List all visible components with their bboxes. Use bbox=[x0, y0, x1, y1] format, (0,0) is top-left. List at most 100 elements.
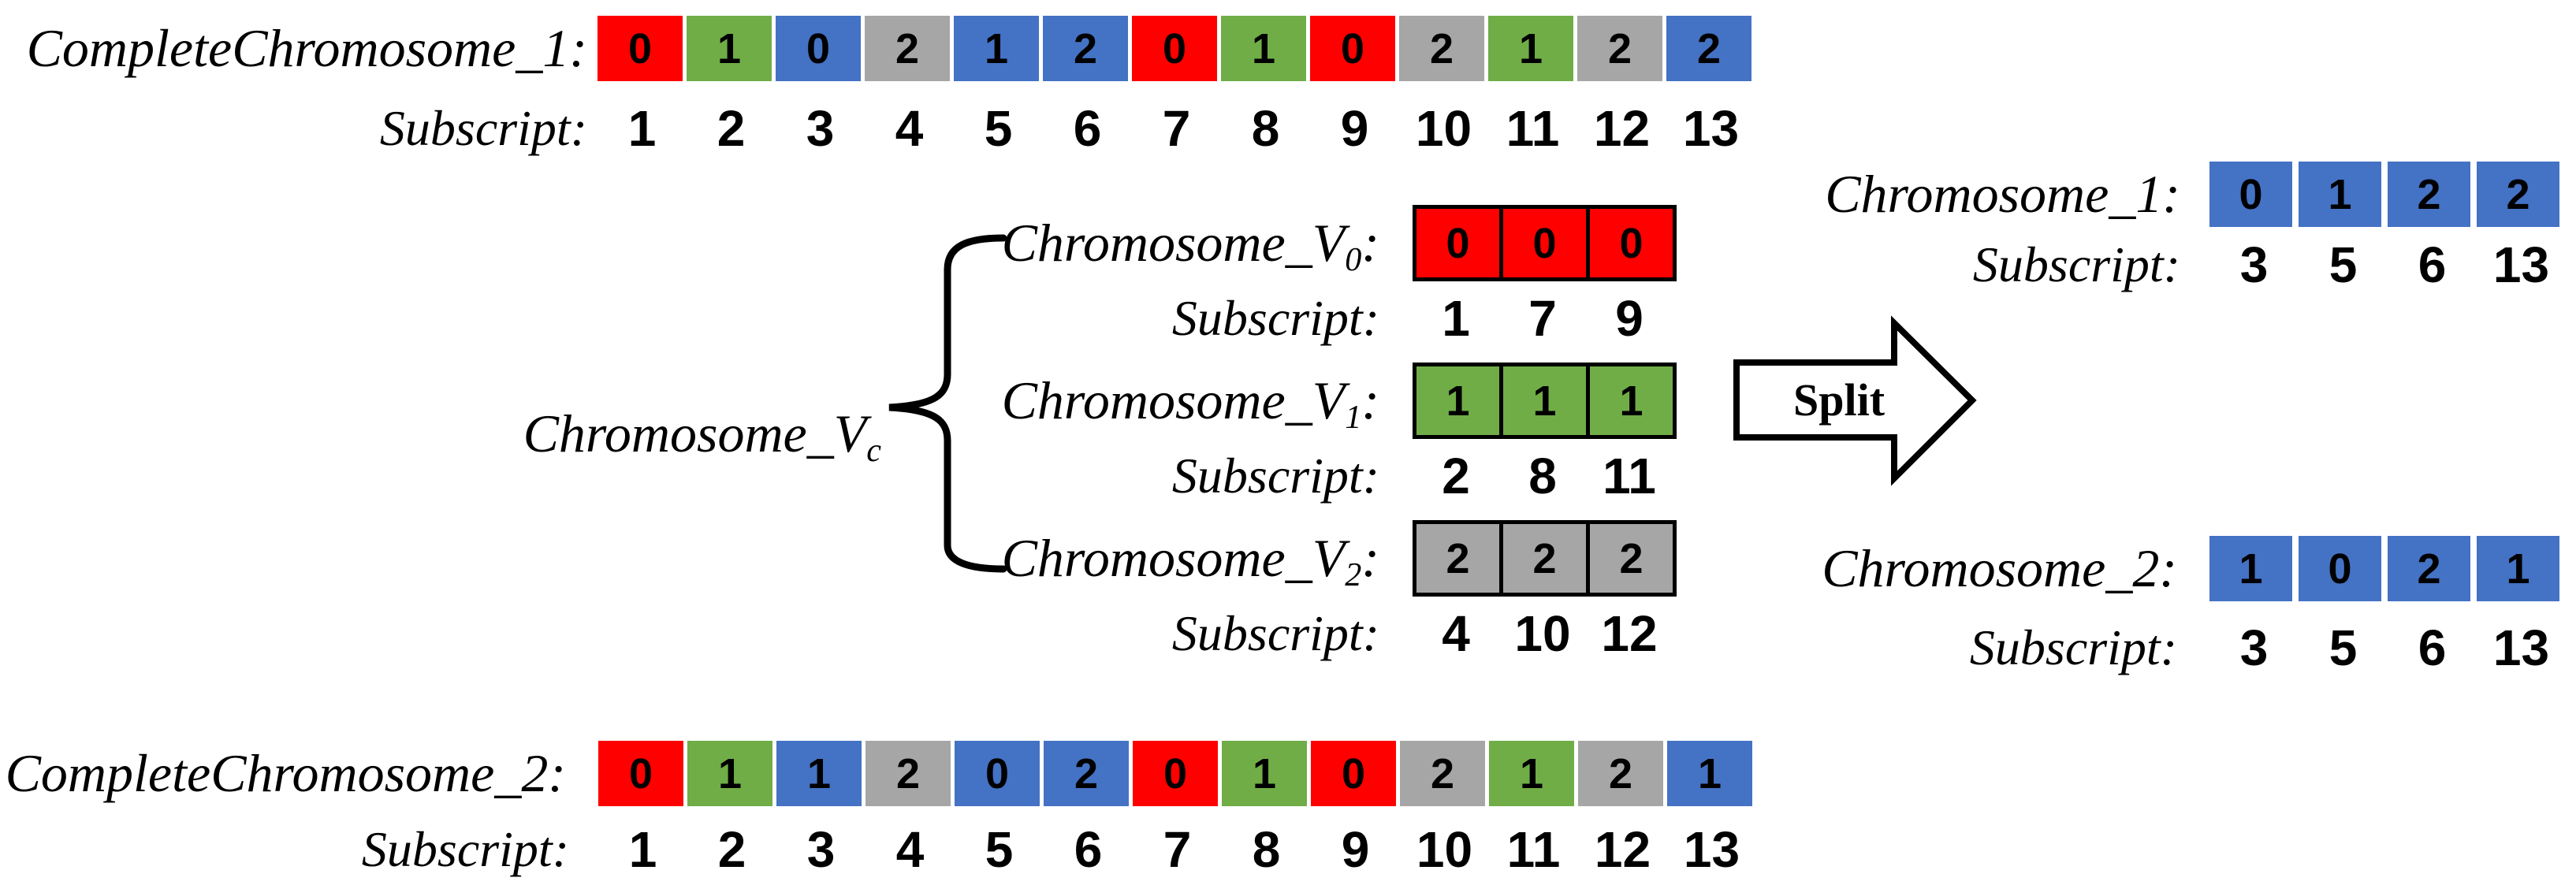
gene-cell: 0 bbox=[1499, 205, 1590, 281]
subscript-number: 9 bbox=[1615, 290, 1644, 347]
split-arrow-label: Split bbox=[1792, 374, 1885, 426]
subscript-number: 6 bbox=[1073, 100, 1102, 157]
subscript-label: Subscript: bbox=[1972, 236, 2180, 292]
subscript-number: 1 bbox=[628, 821, 657, 878]
chromosome-vc-label: Chromosome_Vc bbox=[434, 402, 881, 467]
subscript-number: 9 bbox=[1340, 100, 1369, 157]
subscript-number: 12 bbox=[1594, 821, 1651, 878]
subscript-row: 3 5 6 13 bbox=[2209, 236, 2566, 293]
label-base: Chromosome_V bbox=[1001, 370, 1346, 430]
gene-cell: 0 bbox=[598, 741, 683, 806]
label-base: Chromosome_V bbox=[1001, 213, 1346, 273]
subscript-number: 3 bbox=[2239, 619, 2269, 676]
chromosome-1-label: Chromosome_1: bbox=[1825, 164, 2180, 224]
subscript-number: 13 bbox=[1683, 821, 1740, 878]
gene-cell: 1 bbox=[1221, 16, 1306, 81]
subscript-number: 11 bbox=[1506, 821, 1561, 878]
gene-cell: 1 bbox=[1488, 16, 1573, 81]
gene-cell: 2 bbox=[1413, 520, 1503, 597]
subscript-number: 5 bbox=[2328, 236, 2358, 293]
subscript-label: Subscript: bbox=[1969, 619, 2177, 675]
subscript-number: 2 bbox=[1442, 448, 1470, 504]
subscript-label: Subscript: bbox=[361, 821, 569, 877]
gene-cell: 1 bbox=[1222, 741, 1307, 806]
subscript-number: 7 bbox=[1162, 100, 1191, 157]
subscript-number: 2 bbox=[717, 821, 746, 878]
subscript-label: Subscript: bbox=[1171, 605, 1379, 661]
gene-cell: 2 bbox=[865, 16, 950, 81]
gene-cell: 2 bbox=[1399, 16, 1484, 81]
gene-cell: 2 bbox=[1666, 16, 1751, 81]
gene-cell: 2 bbox=[1043, 16, 1128, 81]
label-sub: 0 bbox=[1345, 240, 1362, 278]
gene-cell: 2 bbox=[1586, 520, 1677, 597]
gene-cell: 0 bbox=[2209, 162, 2292, 227]
subscript-number: 13 bbox=[2492, 236, 2550, 293]
complete-chromosome-1-label: CompleteChromosome_1: bbox=[26, 18, 587, 78]
subscript-number: 8 bbox=[1528, 448, 1557, 504]
subscript-number: 9 bbox=[1341, 821, 1370, 878]
subscript-label: Subscript: bbox=[1171, 448, 1379, 504]
label-base: Chromosome_V bbox=[1001, 528, 1346, 588]
subscript-number: 4 bbox=[1442, 605, 1470, 662]
gene-cell: 1 bbox=[1489, 741, 1574, 806]
subscript-number: 10 bbox=[1416, 821, 1473, 878]
subscript-number: 13 bbox=[1682, 100, 1740, 157]
gene-cell: 2 bbox=[865, 741, 951, 806]
gene-cell: 2 bbox=[1577, 16, 1662, 81]
gene-cell: 1 bbox=[1586, 363, 1677, 439]
gene-cell: 1 bbox=[2209, 536, 2292, 601]
chromosome-v0-label: Chromosome_V0: bbox=[946, 211, 1379, 276]
chromosome-vc-sub: c bbox=[866, 431, 881, 469]
subscript-number: 5 bbox=[984, 100, 1013, 157]
subscript-number: 4 bbox=[895, 821, 925, 878]
subscript-number: 3 bbox=[2239, 236, 2269, 293]
gene-cell: 0 bbox=[1310, 16, 1395, 81]
gene-cell: 1 bbox=[2299, 162, 2381, 227]
gene-cell: 1 bbox=[687, 16, 772, 81]
label-colon: : bbox=[1361, 213, 1379, 273]
gene-cell: 2 bbox=[1499, 520, 1590, 597]
chromosome-v1-label: Chromosome_V1: bbox=[946, 369, 1379, 433]
subscript-number: 6 bbox=[2418, 236, 2447, 293]
chromosome-v2-label: Chromosome_V2: bbox=[946, 526, 1379, 591]
subscript-number: 7 bbox=[1163, 821, 1192, 878]
subscript-number: 5 bbox=[985, 821, 1014, 878]
subscript-number: 8 bbox=[1251, 100, 1280, 157]
subscript-number: 11 bbox=[1506, 100, 1560, 157]
label-colon: : bbox=[1361, 370, 1379, 430]
gene-cell: 1 bbox=[1413, 363, 1503, 439]
subscript-number: 11 bbox=[1603, 448, 1656, 504]
gene-cell: 2 bbox=[1400, 741, 1485, 806]
subscript-label: Subscript: bbox=[1171, 290, 1379, 346]
split-arrow-icon bbox=[1733, 315, 1977, 486]
gene-cell: 1 bbox=[1499, 363, 1590, 439]
chromosome-vc-base: Chromosome_V bbox=[523, 403, 867, 463]
subscript-number: 6 bbox=[1074, 821, 1103, 878]
subscript-number: 10 bbox=[1415, 100, 1472, 157]
gene-cell: 2 bbox=[2388, 536, 2470, 601]
gene-cell: 0 bbox=[1132, 16, 1217, 81]
curly-brace bbox=[888, 234, 1007, 573]
subscript-row: 2 8 11 bbox=[1413, 448, 1673, 504]
gene-cell: 0 bbox=[1311, 741, 1396, 806]
gene-cell: 2 bbox=[1578, 741, 1663, 806]
subscript-number: 1 bbox=[1442, 290, 1470, 347]
subscript-number: 8 bbox=[1252, 821, 1281, 878]
gene-cell: 2 bbox=[2477, 162, 2559, 227]
gene-cell: 1 bbox=[1667, 741, 1752, 806]
subscript-number: 6 bbox=[2418, 619, 2447, 676]
subscript-number: 1 bbox=[627, 100, 657, 157]
gene-cell: 2 bbox=[2388, 162, 2470, 227]
